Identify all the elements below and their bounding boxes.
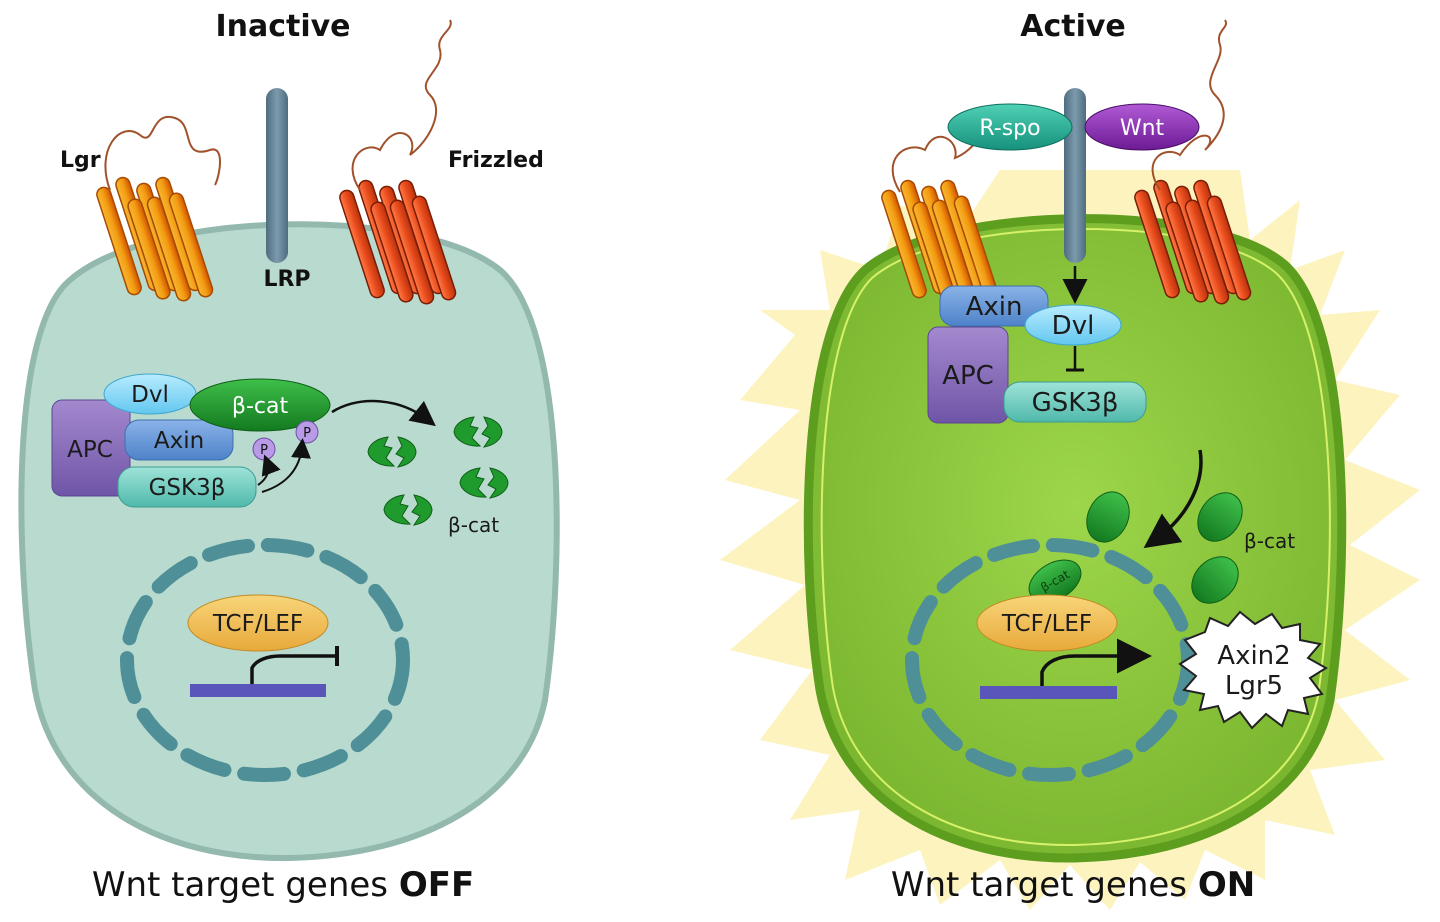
active-apc-label: APC [942,361,994,391]
degradation-arrow [331,399,436,427]
phosphorylation-arrow-1 [257,454,281,486]
active-axin-protein [939,285,1049,327]
dna-strand [190,684,326,697]
lrp-receptor [266,88,288,263]
inactive-nucleus [120,538,410,782]
frizzled-ligand-tail [351,19,452,191]
lrp-label: LRP [263,267,310,292]
inactive-caption-state: OFF [399,865,474,905]
active-caption-prefix: Wnt target genes [891,865,1198,905]
bcat-fragment [367,436,417,468]
inactive-caption: Wnt target genes OFF [92,865,474,905]
active-tcf-lef-protein [976,594,1118,652]
active-dvl-protein [1024,304,1122,346]
target-genes-burst [1178,610,1328,730]
active-caption: Wnt target genes ON [891,865,1255,905]
apc-label: APC [67,437,113,463]
bcat-fragment [383,494,433,526]
rspo-label: R-spo [979,116,1040,141]
degraded-bcat-label: β-cat [448,513,499,537]
tcf-lef-label: TCF/LEF [212,611,303,637]
free-bcat [1191,556,1239,604]
transcription-blocked [250,654,335,684]
bcat-fragment [459,467,509,499]
active-dna-strand [980,686,1117,699]
phosphate-1-label: P [260,443,268,458]
active-axin-label: Axin [966,292,1023,322]
lgr-label: Lgr [60,148,101,173]
target-gene-1: Axin2 [1217,641,1290,671]
active-gsk3b-label: GSK3β [1032,388,1119,418]
frizzled-label: Frizzled [448,148,544,173]
inactive-title: Inactive [215,9,350,44]
axin-label: Axin [154,428,204,454]
active-dvl-label: Dvl [1052,311,1095,341]
active-lrp-receptor [1064,88,1086,263]
active-gsk3b-protein [1003,381,1147,423]
bcat-fragment [453,416,503,448]
active-tcf-lef-label: TCF/LEF [1001,611,1092,637]
target-gene-2: Lgr5 [1225,671,1283,701]
free-bcat-label: β-cat [1244,529,1295,553]
active-caption-state: ON [1198,865,1255,905]
free-bcat [1086,491,1130,543]
free-bcat [1197,492,1243,542]
gsk3b-protein [117,466,257,508]
active-frizzled-tail [1151,19,1228,191]
phosphorylation-arrow-2 [261,438,311,493]
dvl-label: Dvl [131,382,169,408]
lgr-ligand-tail [104,115,221,191]
bcat-bound-protein [189,378,331,432]
inactive-caption-prefix: Wnt target genes [92,865,399,905]
axin-protein [124,419,234,461]
active-apc-protein [927,326,1009,424]
bcat-bound-label: β-cat [232,394,289,419]
tcf-lef-protein [187,594,329,652]
wnt-ligand [1084,103,1200,151]
degraded-bcat-fragments [367,416,509,526]
transcription-arrow [1040,638,1152,686]
wnt-label: Wnt [1120,116,1165,141]
gsk3b-label: GSK3β [149,475,226,501]
rspo-ligand [947,103,1073,151]
phosphate-2-label: P [303,426,311,441]
free-bcat-group [1086,491,1243,604]
bcat-translocation-arrow [1143,449,1203,549]
active-title: Active [1020,9,1126,44]
